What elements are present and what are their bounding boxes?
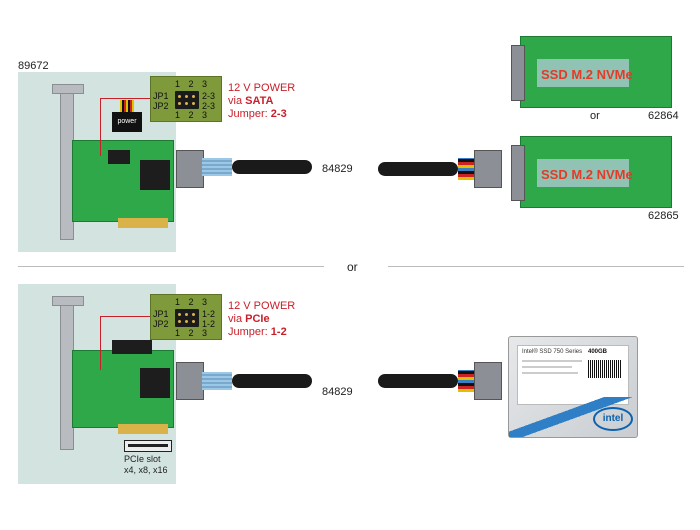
cable-sleeve-right-top bbox=[378, 162, 458, 176]
jumper-bottom-row2-setting: 1-2 bbox=[202, 319, 216, 329]
jumper-top-jp2: JP2 bbox=[153, 101, 169, 111]
power-note-top-jumper-label: Jumper: bbox=[228, 108, 271, 120]
cable-bundle-left-top bbox=[202, 158, 232, 176]
jumper-top-row1-setting: 2-3 bbox=[202, 91, 216, 101]
intel-ssd-label: Intel® SSD 750 Series 400GB bbox=[517, 345, 629, 405]
cable-number-bottom: 84829 bbox=[322, 386, 353, 398]
jumper-bottom-row1-setting: 1-2 bbox=[202, 309, 216, 319]
cable-number-top: 84829 bbox=[322, 163, 353, 175]
ssd-label-2: SSD M.2 NVMe bbox=[541, 167, 633, 182]
card-power-connector-bottom bbox=[112, 340, 152, 354]
cable-power-wires-bottom bbox=[458, 370, 474, 392]
power-note-bottom-source: PCIe bbox=[245, 313, 270, 325]
power-connector-top: power bbox=[112, 112, 142, 132]
cable-sleeve-left-bottom bbox=[232, 374, 312, 388]
jumper-top-jp1: JP1 bbox=[153, 91, 169, 101]
divider-right bbox=[388, 266, 684, 267]
ssd-number-62864: 62864 bbox=[648, 110, 679, 122]
cable-sleeve-left-top bbox=[232, 160, 312, 174]
ssd-label-1: SSD M.2 NVMe bbox=[541, 67, 633, 82]
power-note-bottom-via: via bbox=[228, 313, 246, 325]
ssd-adapter-62865: SSD M.2 NVMe bbox=[511, 136, 672, 208]
jumper-bottom-cols-bottom: 1 2 3 bbox=[175, 328, 211, 338]
cable-connector-right-bottom bbox=[474, 362, 502, 400]
divider-left bbox=[18, 266, 324, 267]
jumper-top-cols-top: 1 2 3 bbox=[175, 79, 211, 89]
card-connector-top bbox=[140, 160, 170, 190]
ssd-slot-2 bbox=[537, 159, 629, 187]
pcie-slot-note: PCIe slot x4, x8, x16 bbox=[124, 454, 168, 476]
intel-logo: intel bbox=[593, 407, 633, 431]
power-note-top: 12 V POWER via SATA Jumper: 2-3 bbox=[228, 82, 295, 121]
jumper-top-row2-setting: 2-3 bbox=[202, 101, 216, 111]
power-note-bottom-line1: 12 V POWER bbox=[228, 300, 296, 312]
bracket-bottom-lip bbox=[52, 296, 84, 306]
power-note-top-source: SATA bbox=[245, 95, 274, 107]
ssd-connector-2 bbox=[511, 145, 525, 201]
power-note-bottom: 12 V POWER via PCIe Jumper: 1-2 bbox=[228, 300, 295, 339]
cable-bundle-left-bottom bbox=[202, 372, 232, 390]
ssd-number-62865: 62865 bbox=[648, 210, 679, 222]
jumper-diagram-bottom: 1 2 3 JP1 JP2 1-2 1-2 1 2 3 bbox=[150, 294, 222, 340]
or-between-ssds: or bbox=[590, 110, 600, 122]
intel-ssd-series: Intel® SSD 750 Series bbox=[522, 349, 583, 355]
power-note-top-jumper-value: 2-3 bbox=[270, 108, 287, 120]
callout-line-top-v bbox=[100, 98, 101, 156]
intel-ssd-750: Intel® SSD 750 Series 400GB intel bbox=[508, 336, 638, 438]
cable-sleeve-right-bottom bbox=[378, 374, 458, 388]
power-note-bottom-jumper-value: 1-2 bbox=[270, 326, 287, 338]
cable-power-wires-top bbox=[458, 158, 474, 180]
power-wires-top bbox=[120, 100, 134, 112]
jumper-top-pins bbox=[175, 91, 199, 109]
jumper-top-cols-bottom: 1 2 3 bbox=[175, 110, 211, 120]
barcode bbox=[588, 360, 622, 378]
separator-or: or bbox=[347, 260, 358, 274]
card-connector-bottom bbox=[140, 368, 170, 398]
callout-line-top-h bbox=[100, 98, 150, 99]
ssd-adapter-62864: SSD M.2 NVMe bbox=[511, 36, 672, 108]
card-gold-fingers-top bbox=[118, 218, 168, 228]
product-number-89672: 89672 bbox=[18, 60, 49, 72]
pcie-slot bbox=[124, 440, 172, 452]
jumper-bottom-jp1: JP1 bbox=[153, 309, 169, 319]
jumper-bottom-jp2: JP2 bbox=[153, 319, 169, 329]
cable-connector-right-top bbox=[474, 150, 502, 188]
ssd-slot-1 bbox=[537, 59, 629, 87]
power-note-top-via: via bbox=[228, 95, 246, 107]
jumper-diagram-top: 1 2 3 JP1 JP2 2-3 2-3 1 2 3 bbox=[150, 76, 222, 122]
intel-ssd-capacity: 400GB bbox=[588, 349, 608, 355]
power-note-top-line1: 12 V POWER bbox=[228, 82, 296, 94]
callout-line-bottom-h bbox=[100, 316, 150, 317]
card-chip-top bbox=[108, 150, 130, 164]
jumper-bottom-cols-top: 1 2 3 bbox=[175, 297, 211, 307]
callout-line-bottom-v bbox=[100, 316, 101, 370]
ssd-connector-1 bbox=[511, 45, 525, 101]
card-gold-fingers-bottom bbox=[118, 424, 168, 434]
cable-connector-left-top bbox=[176, 150, 204, 188]
pcie-slot-note-line1: PCIe slot bbox=[124, 454, 161, 464]
bracket-top-lip bbox=[52, 84, 84, 94]
jumper-bottom-pins bbox=[175, 309, 199, 327]
power-note-bottom-jumper-label: Jumper: bbox=[228, 326, 271, 338]
cable-connector-left-bottom bbox=[176, 362, 204, 400]
pcie-slot-note-line2: x4, x8, x16 bbox=[124, 465, 168, 475]
